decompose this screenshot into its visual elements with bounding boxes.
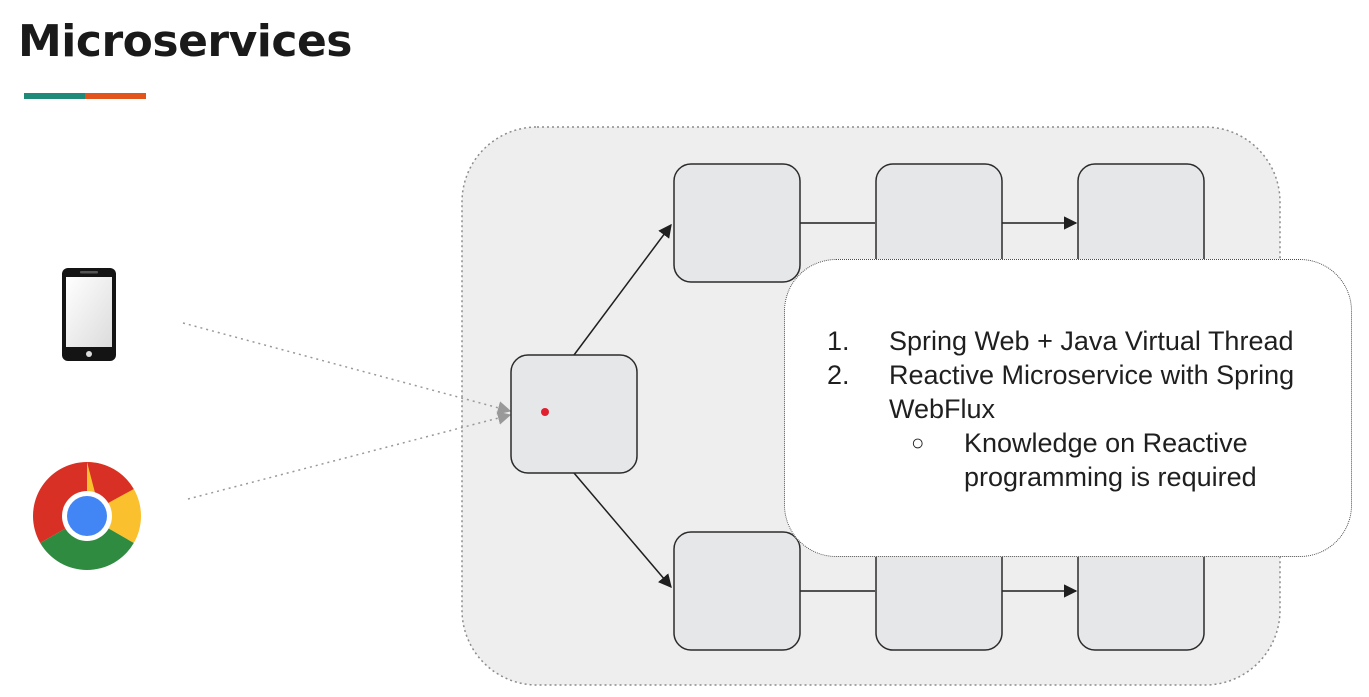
approach-item-1: 1. Spring Web + Java Virtual Thread	[827, 324, 1327, 358]
info-callout: 1. Spring Web + Java Virtual Thread 2. R…	[784, 259, 1352, 557]
smartphone-icon	[62, 268, 116, 361]
approach-item-2: 2. Reactive Microservice with Spring Web…	[827, 358, 1327, 494]
top-service-node-1	[673, 163, 801, 283]
gateway-service-node	[510, 354, 638, 474]
approach-list: 1. Spring Web + Java Virtual Thread 2. R…	[827, 324, 1327, 494]
list-number: 2.	[827, 360, 850, 390]
title-underline-orange	[85, 93, 146, 99]
bottom-service-node-1	[673, 531, 801, 651]
approach-subtext: Knowledge on Reactive programming is req…	[964, 428, 1257, 492]
slide-title: Microservices	[18, 16, 352, 67]
chrome-browser-icon	[32, 462, 142, 571]
hollow-bullet-icon: ○	[911, 430, 925, 455]
title-underline-teal	[24, 93, 85, 99]
pointer-dot	[541, 408, 549, 416]
phone-to-gateway-link	[182, 322, 512, 415]
approach-text: Spring Web + Java Virtual Thread	[889, 326, 1294, 356]
title-underline	[24, 93, 146, 99]
approach-subitem: ○ Knowledge on Reactive programming is r…	[889, 426, 1327, 494]
approach-text: Reactive Microservice with Spring WebFlu…	[889, 360, 1295, 424]
browser-to-gateway-link	[187, 411, 512, 500]
approach-sublist: ○ Knowledge on Reactive programming is r…	[889, 426, 1327, 494]
list-number: 1.	[827, 326, 850, 356]
gateway-to-bottom-service-edge	[573, 472, 672, 589]
gateway-to-top-service-edge	[573, 223, 672, 356]
